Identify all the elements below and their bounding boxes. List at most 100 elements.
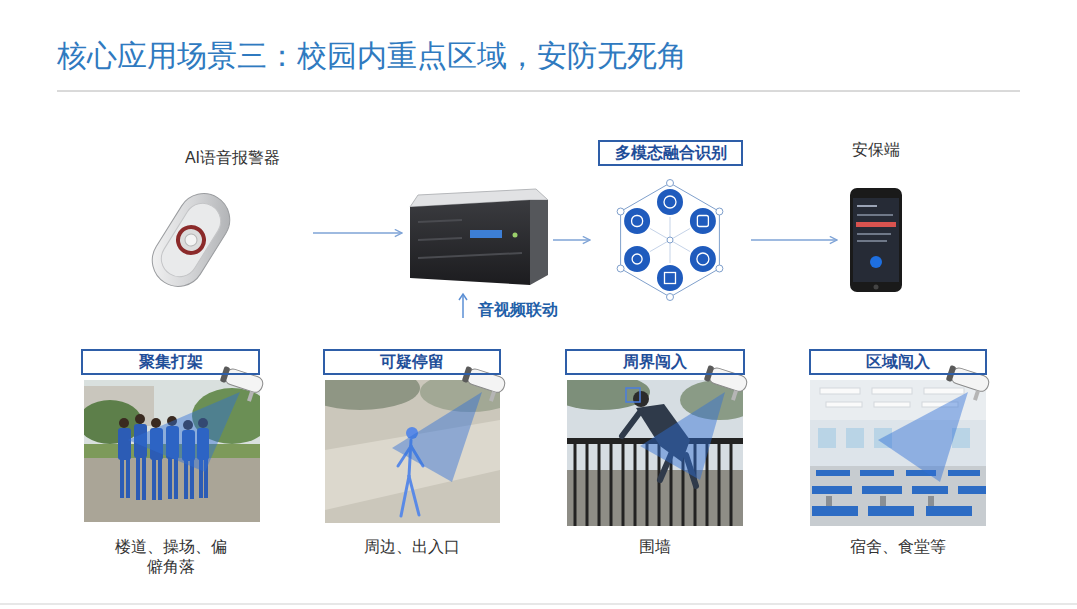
fusion-hexagon	[632, 216, 643, 227]
photo-perimeter	[730, 440, 733, 526]
photo-canteen	[810, 466, 986, 526]
fusion-hexagon	[632, 254, 642, 264]
scene-card: 周界闯入围墙	[565, 349, 745, 557]
photo-canteen	[810, 380, 986, 526]
photo-canteen	[926, 506, 972, 516]
scene-caption: 宿舍、食堂等	[809, 537, 987, 557]
camera-icon	[489, 391, 496, 402]
camera-icon	[950, 366, 991, 393]
photo-fight	[142, 456, 146, 500]
photo-loiter	[409, 476, 419, 515]
photo-canteen	[812, 470, 986, 516]
photo-canteen	[862, 486, 902, 494]
phone-terminal	[857, 240, 887, 242]
link-up-arrow	[459, 294, 467, 300]
terminal-node: 安保端	[845, 140, 907, 295]
scene-caption: 围墙	[565, 537, 745, 557]
server-box	[513, 233, 518, 238]
photo-canteen	[818, 428, 836, 448]
photo-perimeter	[567, 380, 650, 410]
photo-perimeter	[574, 440, 577, 526]
server-box	[418, 220, 462, 222]
photo-canteen	[912, 486, 948, 494]
photo-perimeter	[640, 392, 725, 480]
photo-fight	[184, 459, 188, 499]
photo-fight	[84, 380, 260, 522]
photo-canteen	[948, 470, 980, 476]
fusion-hexagon	[632, 196, 709, 284]
photo-loiter	[325, 380, 420, 410]
photo-fight	[126, 458, 130, 498]
photo-fight	[120, 458, 124, 498]
fusion-hexagon	[665, 273, 676, 284]
photo-fight	[84, 400, 142, 444]
scene-caption: 周边、出入口	[323, 537, 501, 557]
alarm-device	[155, 197, 228, 284]
photo-canteen	[928, 496, 934, 506]
fusion-hexagon	[689, 207, 717, 235]
server-box	[410, 200, 530, 285]
photo-perimeter	[567, 380, 743, 526]
photo-canteen	[924, 388, 964, 394]
photo-perimeter	[718, 440, 721, 526]
photo-loiter	[325, 380, 500, 523]
link-label: 音视频联动	[478, 300, 558, 320]
server-node: 音视频联动	[410, 190, 545, 325]
fusion-hexagon	[667, 294, 674, 301]
fusion-hexagon	[697, 216, 708, 227]
photo-fight	[168, 457, 172, 499]
server-box	[470, 230, 502, 238]
photo-loiter	[401, 476, 409, 516]
fusion-hexagon	[621, 183, 720, 297]
camera-icon	[973, 390, 980, 401]
photo-fight	[135, 414, 145, 424]
alarm-device	[142, 184, 239, 296]
scene-heading: 区域闯入	[809, 349, 987, 375]
scene-heading: 周界闯入	[565, 349, 745, 375]
photo-loiter	[325, 420, 500, 510]
photo-fight	[84, 458, 260, 522]
photo-perimeter	[633, 391, 649, 407]
server-box	[530, 200, 548, 285]
photo-fight	[118, 428, 131, 460]
server-box	[418, 253, 522, 258]
photo-canteen	[826, 496, 832, 506]
phone-terminal	[857, 205, 877, 207]
photo-canteen	[872, 388, 912, 394]
photo-fight	[158, 458, 162, 500]
fusion-node: 多模态融合识别	[598, 140, 743, 300]
page-title: 核心应用场景三：校园内重点区域，安防无死角	[57, 38, 687, 74]
fusion-label: 多模态融合识别	[598, 140, 743, 166]
server-box	[410, 189, 548, 285]
fusion-hexagon	[623, 188, 717, 292]
photo-perimeter	[586, 440, 589, 526]
camera-icon	[943, 365, 991, 403]
photo-fight	[136, 456, 140, 500]
photo-canteen	[812, 506, 858, 516]
scene-card: 聚集打架楼道、操场、偏僻角落	[81, 349, 260, 577]
photo-canteen	[874, 402, 910, 407]
photo-perimeter	[622, 412, 640, 436]
scene-card: 区域闯入宿舍、食堂等	[809, 349, 987, 557]
photo-canteen	[878, 392, 968, 482]
fusion-hexagon	[716, 208, 723, 215]
phone-terminal	[857, 214, 893, 216]
phone-terminal	[870, 256, 882, 268]
phone-terminal	[853, 198, 899, 282]
phone-terminal	[856, 222, 896, 227]
photo-canteen	[810, 380, 986, 526]
fusion-hexagon	[623, 207, 651, 235]
photo-fight	[128, 392, 240, 472]
link-up-arrow	[462, 295, 464, 318]
photo-canteen	[820, 388, 964, 407]
photo-canteen	[958, 486, 986, 494]
fusion-hexagon	[667, 180, 674, 187]
flow-arrow	[553, 239, 590, 241]
photo-canteen	[812, 486, 852, 494]
fusion-hexagon	[656, 188, 684, 216]
camera-icon	[708, 366, 749, 393]
alarm-device	[183, 232, 200, 249]
rule-lines	[0, 91, 1077, 604]
phone-terminal	[850, 188, 902, 292]
photo-fight	[152, 458, 156, 500]
